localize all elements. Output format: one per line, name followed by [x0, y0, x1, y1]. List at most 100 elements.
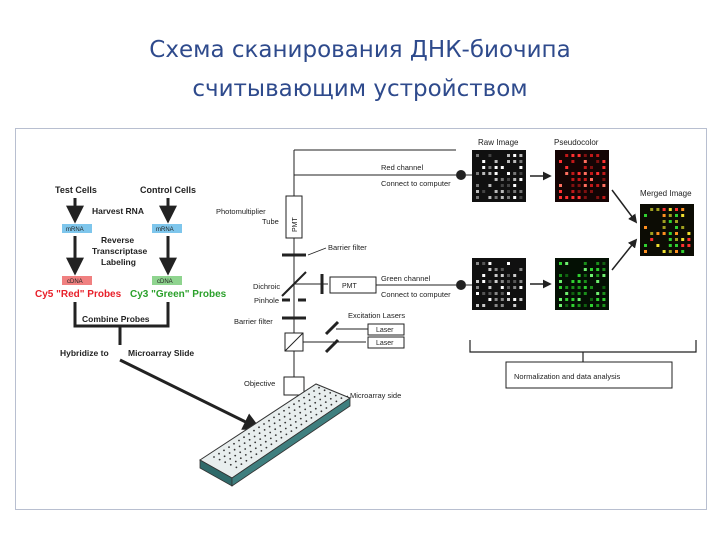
pseudo-red-spot — [590, 166, 593, 169]
slide-spot — [294, 415, 297, 417]
hybridize-label: Hybridize to — [60, 348, 109, 358]
pseudo-green-spot — [583, 274, 587, 277]
raw-red-spot — [488, 154, 492, 157]
cdna-label-red: cDNA — [67, 279, 83, 285]
pseudo-red-spot — [602, 160, 606, 163]
slide-spot — [335, 400, 338, 403]
rt-label-1: Reverse — [101, 235, 134, 245]
mrna-tag-right — [152, 224, 182, 233]
raw-green-spot — [482, 274, 486, 277]
pseudo-green-spot — [596, 262, 600, 265]
pseudo-green-spot — [577, 304, 581, 307]
raw-red-spot — [476, 154, 479, 157]
slide-spot — [223, 455, 226, 458]
slide-spot — [259, 438, 262, 440]
pseudo-red-spot — [577, 178, 581, 181]
pseudo-green-spot — [596, 268, 600, 271]
mrna-tag-left — [62, 224, 92, 233]
raw-red-spot — [494, 166, 498, 169]
pseudo-red-spot — [571, 154, 575, 157]
raw-green-spot — [488, 280, 492, 283]
pseudo-green-spot — [583, 304, 587, 307]
pseudo-green-spot — [571, 286, 575, 289]
slide-spot — [218, 458, 221, 461]
photomultiplier-label-2: Tube — [262, 217, 279, 226]
pseudo-green-spot — [590, 268, 593, 271]
diagram-frame — [15, 128, 707, 510]
pseudo-green-spot — [571, 280, 575, 283]
raw-green-spot — [500, 304, 504, 307]
slide-spot — [263, 429, 266, 431]
raw-green-spot — [500, 286, 504, 289]
pseudo-green-spot — [559, 298, 562, 301]
raw-green-spot — [513, 298, 517, 301]
pseudo-green-spot — [583, 268, 587, 271]
red-connect-label: Connect to computer — [381, 179, 451, 188]
slide-spot — [283, 409, 285, 412]
barrier-filter-lower-label: Barrier filter — [234, 317, 273, 326]
cdna-tag-red — [62, 276, 92, 285]
pseudo-green-spot — [571, 298, 575, 301]
pseudo-red-spot — [571, 160, 575, 163]
pseudo-red-spot — [559, 160, 562, 163]
slide-spot — [260, 450, 263, 452]
raw-green-spot — [488, 292, 492, 295]
slide-spot — [238, 445, 241, 448]
slide-spot — [319, 398, 322, 401]
combine-probes-label: Combine Probes — [82, 314, 150, 324]
pseudo-red-spot — [583, 172, 587, 175]
slide-side — [231, 397, 351, 487]
raw-green-spot — [494, 304, 498, 307]
raw-red-spot — [513, 190, 517, 193]
green-channel-label: Green channel — [381, 274, 431, 283]
dichroic-label: Dichroic — [253, 282, 280, 291]
raw-red-spot — [482, 160, 486, 163]
pseudo-green-spot — [596, 304, 600, 307]
pseudo-red-spot — [577, 154, 581, 157]
pseudo-green-spot — [596, 274, 600, 277]
slide-spot — [289, 418, 292, 421]
merged-spot — [668, 220, 672, 223]
slide-spot — [288, 406, 290, 409]
slide-spot — [273, 422, 276, 425]
pseudo-green-spot — [596, 280, 600, 283]
pseudo-red-spot — [583, 160, 587, 163]
slide-spot — [334, 394, 337, 397]
pseudo-red-spot — [590, 154, 593, 157]
slide-spot — [234, 460, 237, 463]
laser-mirror-1 — [324, 320, 340, 336]
objective-label: Objective — [244, 379, 275, 388]
beam-splitter-diag — [284, 332, 304, 352]
raw-red-spot — [476, 196, 479, 199]
pseudo-red-spot — [583, 166, 587, 169]
slide-spot — [309, 411, 312, 413]
raw-green-spot — [519, 286, 523, 289]
slide-spot — [213, 456, 215, 458]
pseudo-green-spot — [590, 304, 593, 307]
raw-red-spot — [476, 172, 479, 175]
slide-spot-grid — [213, 386, 343, 469]
slide-spot — [293, 403, 295, 406]
raw-green-spot — [494, 298, 498, 301]
slide-spot — [243, 442, 246, 444]
slide-spot — [330, 403, 333, 406]
raw-green-spot — [476, 304, 479, 307]
pseudo-red-spot — [571, 196, 575, 199]
raw-red-spot — [519, 196, 523, 199]
slide-spot — [284, 421, 287, 424]
slide-spot — [269, 437, 272, 440]
slide-spot — [253, 429, 255, 432]
slide-spot — [318, 386, 320, 389]
merged-spot — [668, 244, 672, 247]
slide-spot — [244, 454, 247, 456]
slide-spot — [245, 459, 248, 462]
slide-spot — [275, 440, 278, 442]
raw-red-spot — [500, 196, 504, 199]
slide-spot — [315, 413, 318, 416]
merged-spot — [687, 232, 691, 235]
analysis-bracket — [469, 340, 697, 353]
pseudo-red-spot — [583, 154, 587, 157]
slide-spot — [229, 463, 232, 466]
pseudo-green-spot — [602, 268, 606, 271]
pseudo-red-spot — [571, 172, 575, 175]
